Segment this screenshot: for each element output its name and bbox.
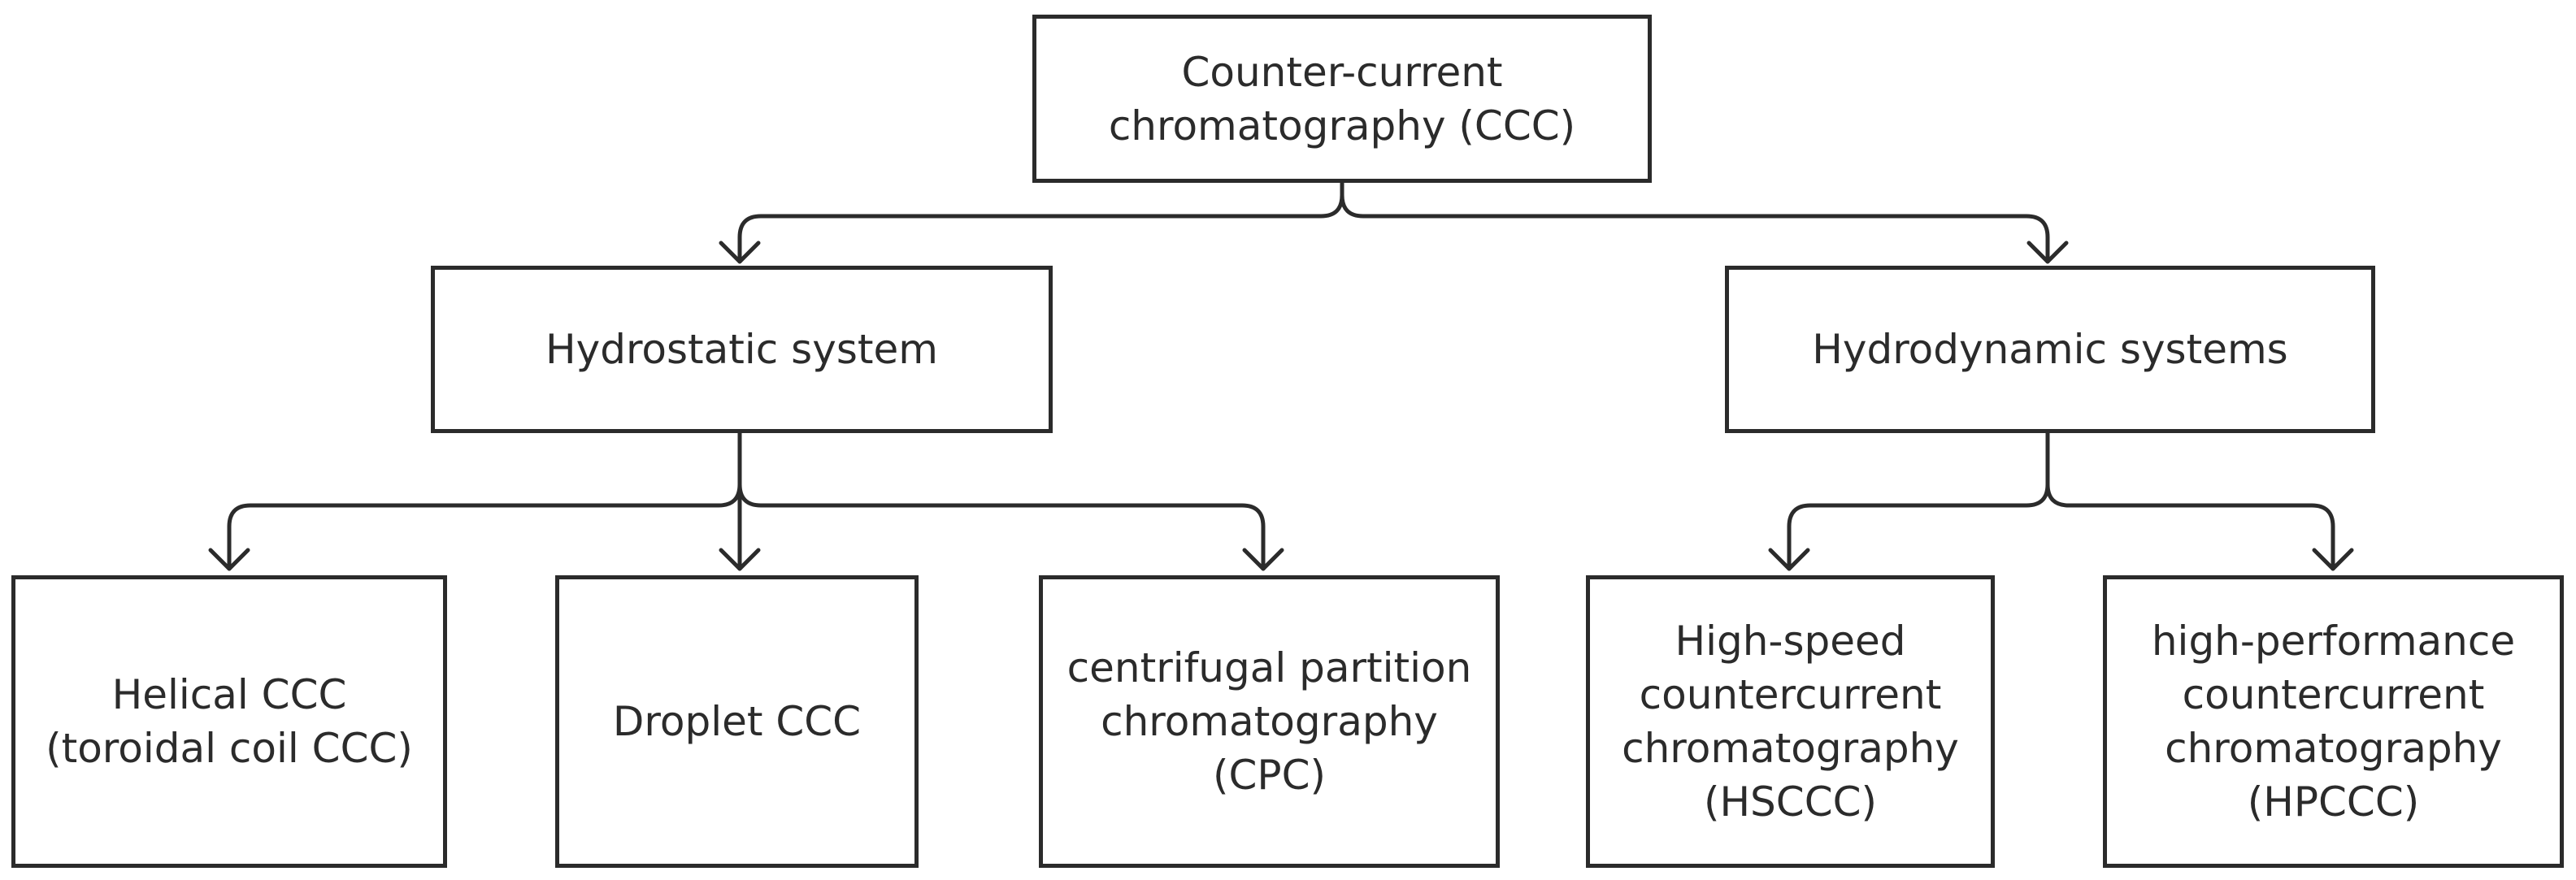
connector-root-split — [737, 180, 2050, 264]
node-text-line: (HPCCC) — [2247, 778, 2420, 826]
connector-hydrodynamic-split — [1787, 431, 2335, 571]
node-text-line: countercurrent — [2182, 671, 2485, 718]
node-text-line: (toroidal coil CCC) — [46, 725, 413, 772]
node-text-line: chromatography — [1101, 698, 1438, 745]
node-helical-ccc: Helical CCC (toroidal coil CCC) — [11, 575, 447, 868]
node-text-line: (CPC) — [1213, 752, 1326, 799]
arrowhead-cpc — [1242, 548, 1284, 571]
arrowhead-hydrodynamic — [2026, 241, 2069, 264]
node-hydrodynamic-systems: Hydrodynamic systems — [1725, 266, 2375, 433]
arrowhead-hpccc — [2312, 548, 2354, 571]
node-hydrostatic-system: Hydrostatic system — [431, 266, 1053, 433]
node-text-line: chromatography — [2165, 725, 2502, 772]
arrowhead-hsccc — [1768, 548, 1810, 571]
arrowhead-hydrostatic — [719, 241, 761, 264]
node-text-line: Droplet CCC — [612, 698, 862, 745]
node-text-line: Helical CCC — [111, 671, 347, 718]
node-text-line: countercurrent — [1639, 671, 1942, 718]
node-text-line: chromatography (CCC) — [1108, 102, 1576, 150]
node-high-speed-countercurrent-chromatography: High-speed countercurrent chromatography (H… — [1586, 575, 1995, 868]
node-text-line: Counter-current — [1181, 48, 1503, 96]
arrowhead-droplet — [719, 548, 761, 571]
node-text-line: High-speed — [1675, 618, 1906, 665]
node-text-line: chromatography — [1622, 725, 1959, 772]
connector-hydrostatic-split — [227, 431, 1266, 571]
node-counter-current-chromatography: Counter-current chromatography (CCC) — [1032, 15, 1652, 183]
node-text-line: Hydrostatic system — [545, 326, 938, 373]
node-centrifugal-partition-chromatography: centrifugal partition chromatography (CPC) — [1039, 575, 1500, 868]
node-text-line: high-performance — [2151, 618, 2516, 665]
node-text-line: (HSCCC) — [1703, 778, 1878, 826]
node-text-line: Hydrodynamic systems — [1812, 326, 2288, 373]
arrowhead-helical — [208, 548, 250, 571]
node-high-performance-countercurrent-chromatography: high-performance countercurrent chromatogr… — [2103, 575, 2564, 868]
node-droplet-ccc: Droplet CCC — [555, 575, 919, 868]
node-text-line: centrifugal partition — [1066, 644, 1472, 691]
